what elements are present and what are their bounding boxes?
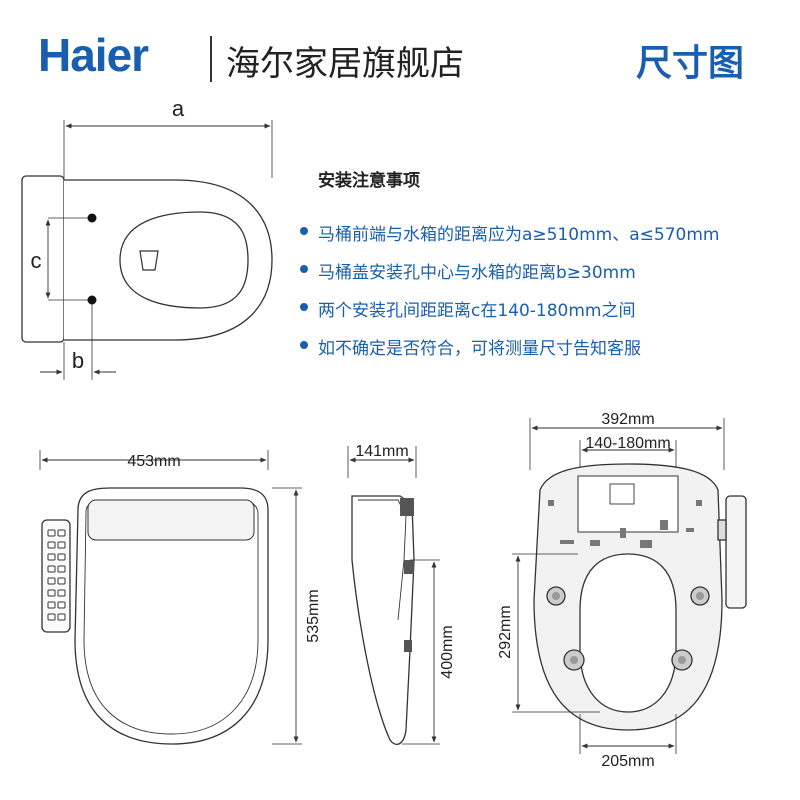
header: Haier 海尔家居旗舰店 尺寸图	[0, 0, 800, 96]
front-width-label: 453mm	[127, 453, 180, 470]
front-height-label: 535mm	[305, 589, 322, 642]
label-a: a	[172, 96, 185, 121]
label-b: b	[72, 348, 84, 373]
front-view	[39, 450, 302, 745]
brand-logo: Haier	[38, 29, 149, 81]
bullet-icon	[300, 341, 308, 349]
remote-buttons	[47, 529, 66, 621]
bottom-width-label: 392mm	[601, 411, 654, 428]
bottom-inner-width-label: 205mm	[601, 753, 654, 770]
bullet-icon	[300, 303, 308, 311]
mount-hole-bottom	[87, 295, 97, 305]
side-view	[347, 446, 440, 745]
bottom-hole-spacing-label: 140-180mm	[585, 435, 670, 452]
side-height-label: 400mm	[439, 625, 456, 678]
bullet-icon	[300, 227, 308, 235]
mount-hole-top	[87, 213, 97, 223]
install-notes-title: 安装注意事项	[318, 171, 420, 191]
bottom-length-label: 292mm	[497, 605, 514, 658]
label-c: c	[31, 248, 42, 273]
header-divider	[210, 36, 212, 82]
bottom-detail-dots	[548, 500, 702, 548]
page-title: 尺寸图	[636, 43, 745, 84]
installation-diagram	[21, 120, 273, 380]
store-name: 海尔家居旗舰店	[226, 44, 464, 84]
bottom-view	[512, 418, 747, 754]
bullet-icon	[300, 265, 308, 273]
side-thickness-label: 141mm	[355, 443, 408, 460]
